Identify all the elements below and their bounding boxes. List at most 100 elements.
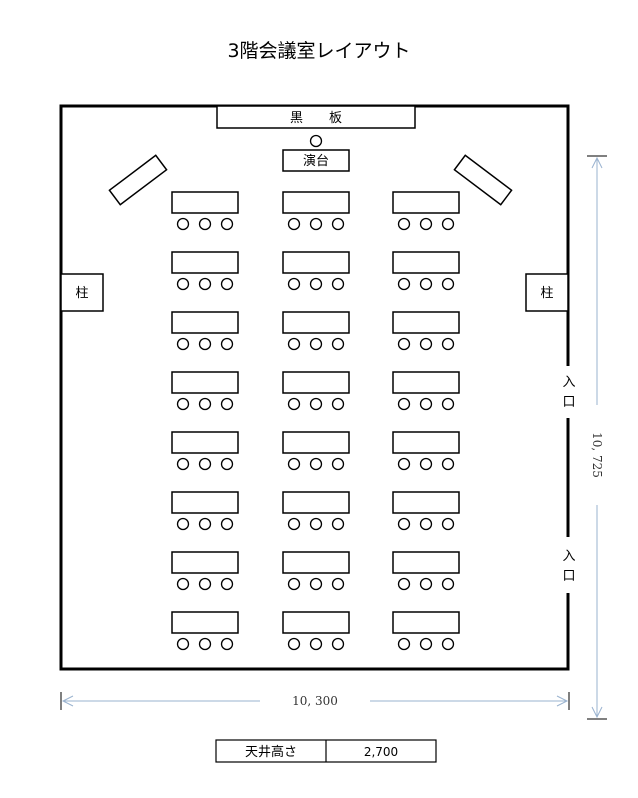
depth-dim-arrow-top [591, 156, 603, 169]
desk [282, 491, 350, 514]
chair [331, 217, 345, 231]
chair [397, 637, 411, 651]
chair [309, 637, 323, 651]
blackboard [216, 105, 416, 129]
chair [441, 337, 455, 351]
chair [419, 217, 433, 231]
chair [441, 397, 455, 411]
chair [198, 277, 212, 291]
chair [287, 397, 301, 411]
chair [198, 457, 212, 471]
width-dim-arrow-left [61, 695, 74, 707]
desk [171, 611, 239, 634]
desk [282, 551, 350, 574]
desk [282, 371, 350, 394]
podium [282, 149, 350, 172]
desk [171, 431, 239, 454]
desk [392, 611, 460, 634]
chair [287, 457, 301, 471]
pillar-left [60, 273, 104, 312]
chair [220, 637, 234, 651]
chair [397, 397, 411, 411]
chair [198, 637, 212, 651]
chair [198, 337, 212, 351]
chair [220, 397, 234, 411]
depth-dim-arrow-bottom [591, 706, 603, 719]
ceiling-height-value: 2,700 [364, 745, 398, 759]
desk [171, 311, 239, 334]
angled-table-left [108, 154, 168, 206]
desk [282, 191, 350, 214]
desk [282, 431, 350, 454]
chair [220, 577, 234, 591]
chair [198, 217, 212, 231]
chair [287, 217, 301, 231]
chair [441, 517, 455, 531]
seating-grid [171, 191, 460, 651]
desk [392, 251, 460, 274]
chair [198, 577, 212, 591]
chair [287, 637, 301, 651]
desk [392, 191, 460, 214]
chair [198, 397, 212, 411]
desk [171, 251, 239, 274]
chair [309, 457, 323, 471]
chair [220, 337, 234, 351]
chair [176, 457, 190, 471]
chair [397, 577, 411, 591]
chair [441, 457, 455, 471]
desk [171, 551, 239, 574]
page-title: 3階会議室レイアウト [227, 40, 410, 62]
pillar-right-label: 柱 [540, 286, 553, 301]
chair [220, 517, 234, 531]
chair [419, 397, 433, 411]
chair [176, 217, 190, 231]
chair [309, 397, 323, 411]
chair [331, 397, 345, 411]
entrance-gap-2 [565, 537, 573, 593]
depth-dimension: 10, 725 [590, 432, 604, 478]
chair [176, 397, 190, 411]
desk [392, 371, 460, 394]
desk [392, 551, 460, 574]
blackboard-label: 黒 板 [290, 111, 342, 126]
podium-label: 演台 [303, 153, 329, 169]
chair [441, 217, 455, 231]
chair [309, 217, 323, 231]
chair [331, 517, 345, 531]
chair [309, 277, 323, 291]
chair [220, 277, 234, 291]
pillar-right [525, 273, 569, 312]
chair [309, 337, 323, 351]
chair [331, 637, 345, 651]
chair [287, 517, 301, 531]
chair [176, 277, 190, 291]
chair [220, 457, 234, 471]
desk [171, 191, 239, 214]
pillar-left-label: 柱 [75, 286, 88, 301]
ceiling-height-label: 天井高さ [245, 744, 297, 760]
desk [282, 251, 350, 274]
chair [198, 517, 212, 531]
width-dim-arrow-right [556, 695, 569, 707]
speaker-chair [309, 134, 323, 148]
chair [176, 577, 190, 591]
chair [220, 217, 234, 231]
chair [309, 517, 323, 531]
chair [397, 277, 411, 291]
chair [419, 457, 433, 471]
desk [171, 371, 239, 394]
chair [331, 337, 345, 351]
chair [397, 217, 411, 231]
chair [397, 457, 411, 471]
entrance-label-2: 入口 [562, 549, 575, 584]
chair [176, 517, 190, 531]
chair [441, 277, 455, 291]
chair [441, 637, 455, 651]
chair [441, 577, 455, 591]
chair [397, 337, 411, 351]
chair [419, 337, 433, 351]
chair [287, 277, 301, 291]
chair [331, 457, 345, 471]
